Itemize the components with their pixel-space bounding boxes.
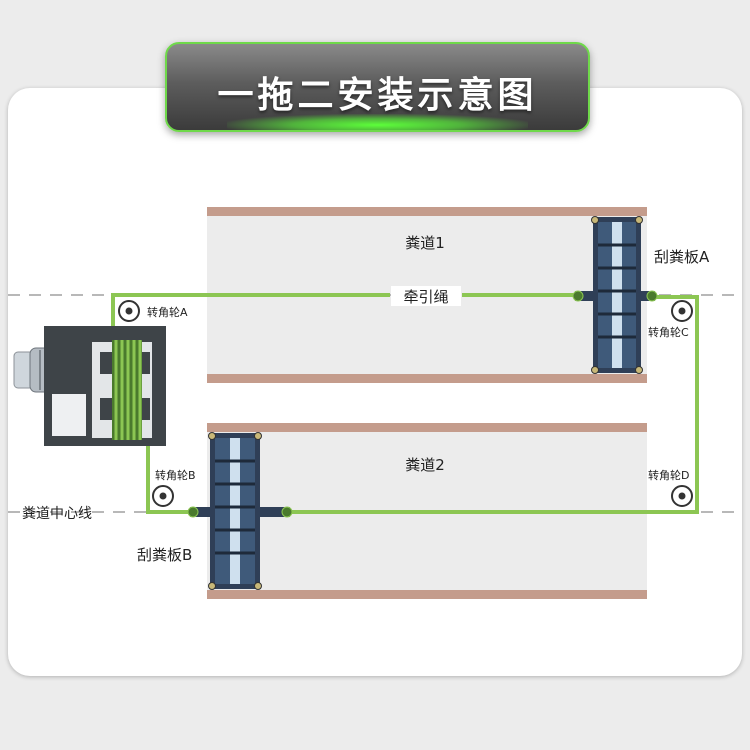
scraper-b-label: 刮粪板B xyxy=(137,546,192,564)
channel-2-bottom-wall xyxy=(207,590,647,599)
rope-label-bg xyxy=(391,286,461,306)
traction-rope-top-left xyxy=(111,293,390,335)
scraper-a-label: 刮粪板A xyxy=(654,248,710,266)
channel-2-top-wall xyxy=(207,423,647,432)
pulley-a-label: 转角轮A xyxy=(147,305,188,319)
title-banner: 一拖二安装示意图 xyxy=(165,42,590,132)
motor-winch-icon xyxy=(13,326,166,446)
channel-1-bottom-wall xyxy=(207,374,647,383)
pulley-b-label: 转角轮B xyxy=(155,468,196,482)
pulley-icon xyxy=(118,300,140,322)
page-title: 一拖二安装示意图 xyxy=(217,75,538,116)
scraper-board-icon xyxy=(572,216,658,374)
channel-1-label: 粪道1 xyxy=(405,234,445,252)
traction-rope-right xyxy=(290,295,699,514)
pulley-icon xyxy=(671,485,693,507)
title-glow xyxy=(227,114,528,130)
pulley-icon xyxy=(671,300,693,322)
pulley-c-label: 转角轮C xyxy=(648,325,689,339)
channel-1-top-wall xyxy=(207,207,647,216)
rope-label: 牵引绳 xyxy=(403,288,448,306)
centerline-label: 粪道中心线 xyxy=(22,506,92,522)
traction-rope-bottom-left xyxy=(146,440,190,514)
scraper-board-icon xyxy=(187,432,293,590)
pulley-icon xyxy=(152,485,174,507)
pulley-d-label: 转角轮D xyxy=(648,468,689,482)
channel-2-label: 粪道2 xyxy=(405,456,445,474)
